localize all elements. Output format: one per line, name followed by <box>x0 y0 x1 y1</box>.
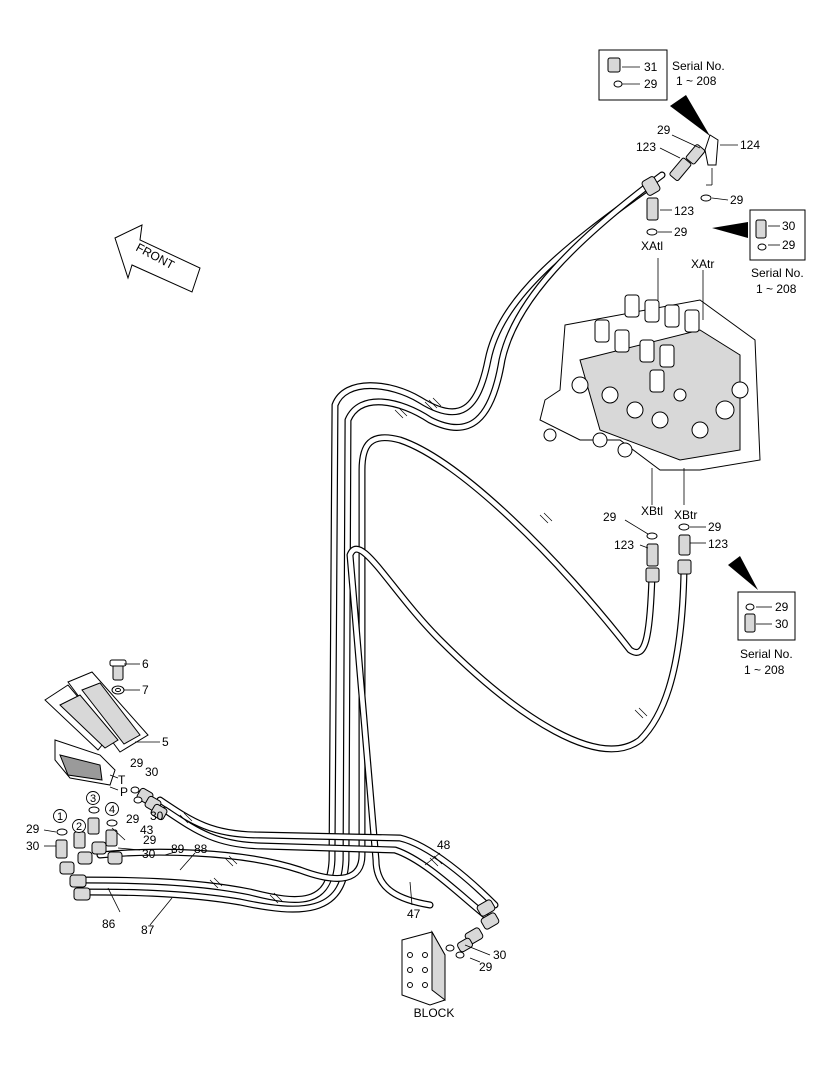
front-arrow: FRONT <box>114 224 201 293</box>
serial-right-title: Serial No. <box>751 266 804 280</box>
pointer-arrow-right <box>712 222 748 238</box>
label-123-xatl: 123 <box>674 204 694 218</box>
port-xbtl: XBtl <box>641 504 663 518</box>
hose-pedal-to-block-2 <box>161 806 489 919</box>
block-part: BLOCK <box>401 930 455 1020</box>
leader-lines <box>43 134 738 963</box>
circled-2: 2 <box>72 819 86 833</box>
fittings-pedal-outlet <box>130 786 168 821</box>
label-29-top: 29 <box>657 123 671 137</box>
circled-1-text: 1 <box>57 811 63 823</box>
label-29-xbtl: 29 <box>603 510 617 524</box>
hose-upper-1 <box>76 181 656 903</box>
serial-lower-item-1: 29 <box>775 600 789 614</box>
label-29-pedal-b: 29 <box>126 812 140 826</box>
label-30-block: 30 <box>493 948 507 962</box>
hose-hatch-marks <box>179 397 648 904</box>
fitting-xbtl <box>645 532 660 583</box>
control-valve-assembly <box>539 258 761 505</box>
circled-2-text: 2 <box>76 821 82 833</box>
fitting-xbtr <box>677 523 692 575</box>
valve-ports <box>543 376 749 458</box>
pointer-arrow-lower <box>728 556 758 590</box>
label-47: 47 <box>407 907 421 921</box>
label-123-xbtr: 123 <box>708 537 728 551</box>
foot-pedal-assembly <box>44 659 149 786</box>
label-30-pedal: 30 <box>145 765 159 779</box>
label-88: 88 <box>194 842 208 856</box>
label-29-xatr: 29 <box>730 193 744 207</box>
fitting-upper-left <box>641 176 661 236</box>
label-29-xbtr: 29 <box>708 520 722 534</box>
label-29-xatl: 29 <box>674 225 688 239</box>
hose-pedal-to-block <box>156 796 499 909</box>
port-xatr: XAtr <box>691 257 714 271</box>
circled-1: 1 <box>53 809 67 823</box>
serial-box-lower: 29 30 Serial No. 1 ~ 208 <box>728 556 796 677</box>
label-29-circle4: 29 <box>143 833 157 847</box>
serial-top-range: 1 ~ 208 <box>676 74 717 88</box>
serial-lower-title: Serial No. <box>740 647 793 661</box>
label-30-circle1: 30 <box>26 839 40 853</box>
serial-lower-item-2: 30 <box>775 617 789 631</box>
pointer-arrow-top <box>670 95 710 136</box>
fitting-upper-right <box>669 134 719 202</box>
label-43: 43 <box>140 823 154 837</box>
serial-top-item-1: 31 <box>644 60 658 74</box>
serial-right-range: 1 ~ 208 <box>756 282 797 296</box>
label-29-pedal: 29 <box>130 756 144 770</box>
label-29-block: 29 <box>479 960 493 974</box>
label-6: 6 <box>142 657 149 671</box>
serial-top-title: Serial No. <box>672 59 725 73</box>
port-p: P <box>120 785 128 799</box>
label-89: 89 <box>171 842 185 856</box>
port-xbtr: XBtr <box>674 508 697 522</box>
hose-lower-xbtr <box>346 545 688 909</box>
label-123-xbtl: 123 <box>614 538 634 552</box>
label-87: 87 <box>141 923 155 937</box>
serial-top-item-2: 29 <box>644 77 658 91</box>
hose-upper-2 <box>76 171 666 913</box>
label-5: 5 <box>162 735 169 749</box>
port-xatl: XAtl <box>641 239 663 253</box>
label-7: 7 <box>142 683 149 697</box>
label-86: 86 <box>102 917 116 931</box>
hoses <box>76 171 688 919</box>
part-number-labels: 29 123 124 29 123 29 XAtl XAtr XBtl XBtr… <box>26 123 760 974</box>
block-label: BLOCK <box>414 1006 455 1020</box>
circled-4: 4 <box>105 802 119 816</box>
hose-lower-xbtl <box>96 434 656 882</box>
label-30-pedal-b: 30 <box>150 809 164 823</box>
circled-3-text: 3 <box>90 793 96 805</box>
label-30-circle4: 30 <box>142 847 156 861</box>
serial-box-right: 30 29 Serial No. 1 ~ 208 <box>712 209 806 296</box>
circled-3: 3 <box>86 791 100 805</box>
circled-numbers: 1 2 3 4 <box>53 791 119 833</box>
port-t: T <box>118 773 126 787</box>
serial-box-top: 31 29 Serial No. 1 ~ 208 <box>598 49 725 136</box>
label-48: 48 <box>437 838 451 852</box>
serial-right-item-2: 29 <box>782 238 796 252</box>
circled-4-text: 4 <box>109 804 115 816</box>
serial-right-item-1: 30 <box>782 219 796 233</box>
label-124: 124 <box>740 138 760 152</box>
fittings-pedal-left <box>55 806 123 901</box>
serial-lower-range: 1 ~ 208 <box>744 663 785 677</box>
label-29-circle1: 29 <box>26 822 40 836</box>
valve-spools <box>594 294 700 393</box>
label-123-top: 123 <box>636 140 656 154</box>
